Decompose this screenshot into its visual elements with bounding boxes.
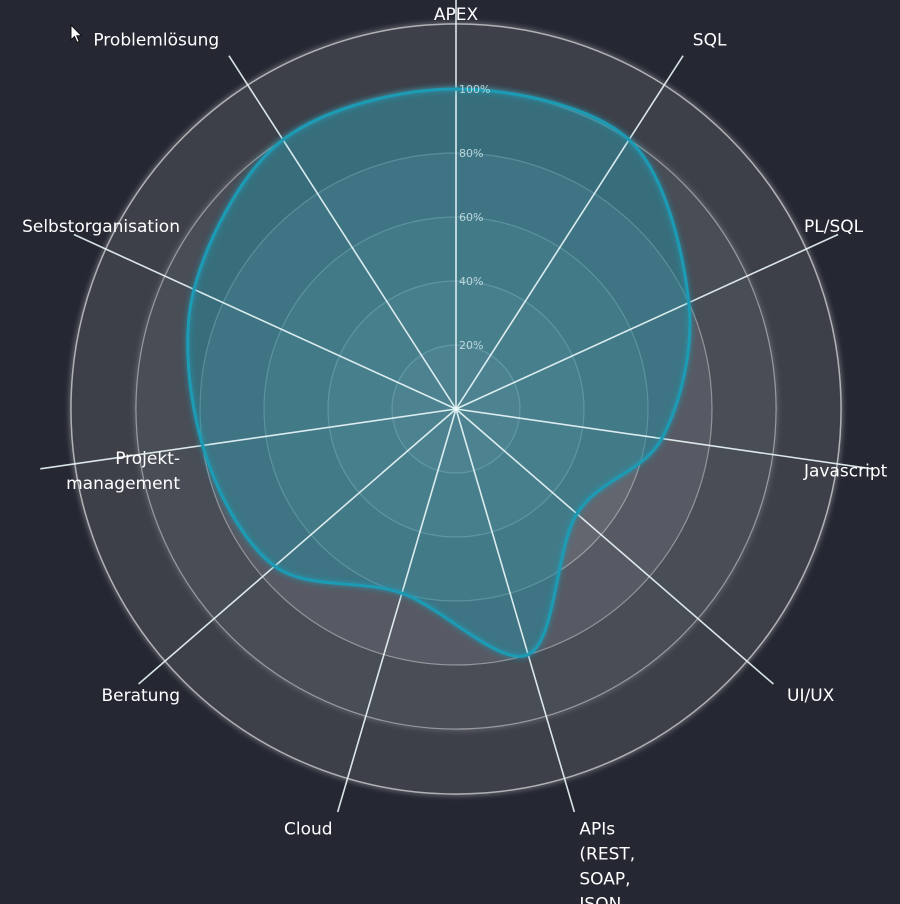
axis-spoke [455,408,872,470]
axis-label-line: Selbstorganisation [22,217,180,237]
axis-label-line: (REST, [579,844,635,864]
axis-label-line: Projekt- [115,449,180,469]
axis-label-line: Beratung [101,686,180,706]
axis-label: Javascript [803,461,888,481]
axis-spoke [40,408,457,470]
axis-label-line: SQL [693,31,727,51]
axis-label-line: Cloud [284,819,333,839]
axis-label-line: Javascript [803,461,888,481]
axis-label-line: PL/SQL [804,217,864,237]
axis-label-line: APIs [579,819,615,839]
axis-spoke [73,233,457,410]
axis-label: UI/UX [787,686,835,706]
radial-tick-label: 80% [459,147,483,160]
axis-label-line: Problemlösung [93,31,219,51]
axis-spoke [138,408,457,685]
radial-tick-label: 40% [459,275,483,288]
mouse-pointer-icon [70,24,83,44]
axis-label-line: management [66,474,180,494]
axis-spoke [336,408,457,813]
axis-spoke [455,55,684,410]
axis-label: PL/SQL [804,217,864,237]
axis-label-line: SOAP, [579,869,630,889]
axis-label: SQL [693,31,727,51]
axis-spoke [228,55,457,410]
axis-label-line: JSON, [578,894,626,904]
axis-label: Selbstorganisation [22,217,180,237]
radial-tick-label: 60% [459,211,483,224]
radial-tick-label: 20% [459,339,483,352]
axis-label: APIs(REST,SOAP,JSON,XML) [578,819,635,904]
axis-spoke [455,408,774,685]
axis-label: Beratung [101,686,180,706]
axis-label: Problemlösung [93,31,219,51]
series-line [186,87,692,658]
axis-label: Projekt-management [66,449,180,494]
axis-spoke [455,408,576,813]
radial-tick-label: 100% [459,83,490,96]
axis-label: Cloud [284,819,333,839]
axis-label-line: APEX [434,5,479,25]
axis-label: APEX [434,5,479,25]
axis-label-line: UI/UX [787,686,835,706]
axis-spoke [455,233,839,410]
series-area [187,89,690,657]
